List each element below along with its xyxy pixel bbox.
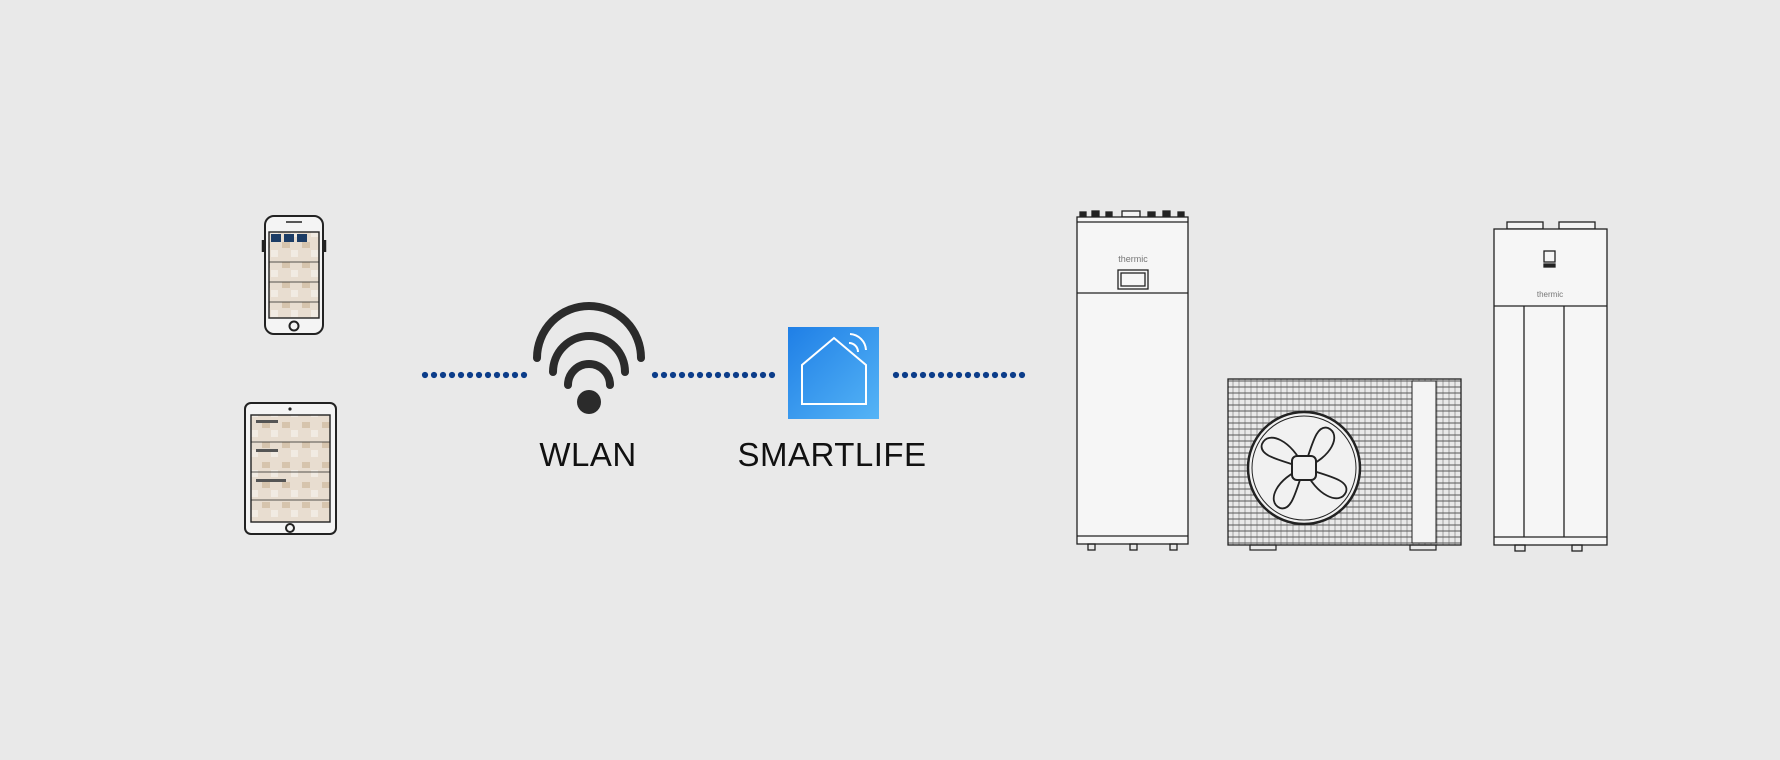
outdoor-unit-illustration	[1227, 378, 1462, 551]
wifi-icon	[533, 302, 645, 414]
tablet-icon	[244, 402, 337, 535]
smartphone-icon	[261, 215, 327, 335]
smartlife-label: SMARTLIFE	[737, 436, 927, 473]
wlan-label: WLAN	[539, 436, 637, 473]
connector-dots-3	[892, 371, 1026, 379]
indoor-unit-brand: thermic	[1118, 254, 1148, 264]
connector-dots-1	[421, 371, 528, 379]
connector-dots-2	[651, 371, 776, 379]
indoor-unit-illustration: thermic	[1076, 210, 1189, 551]
dhw-tank-illustration: thermic	[1493, 221, 1608, 552]
smart-home-app-icon	[788, 327, 879, 419]
dhw-tank-brand: thermic	[1537, 290, 1563, 299]
